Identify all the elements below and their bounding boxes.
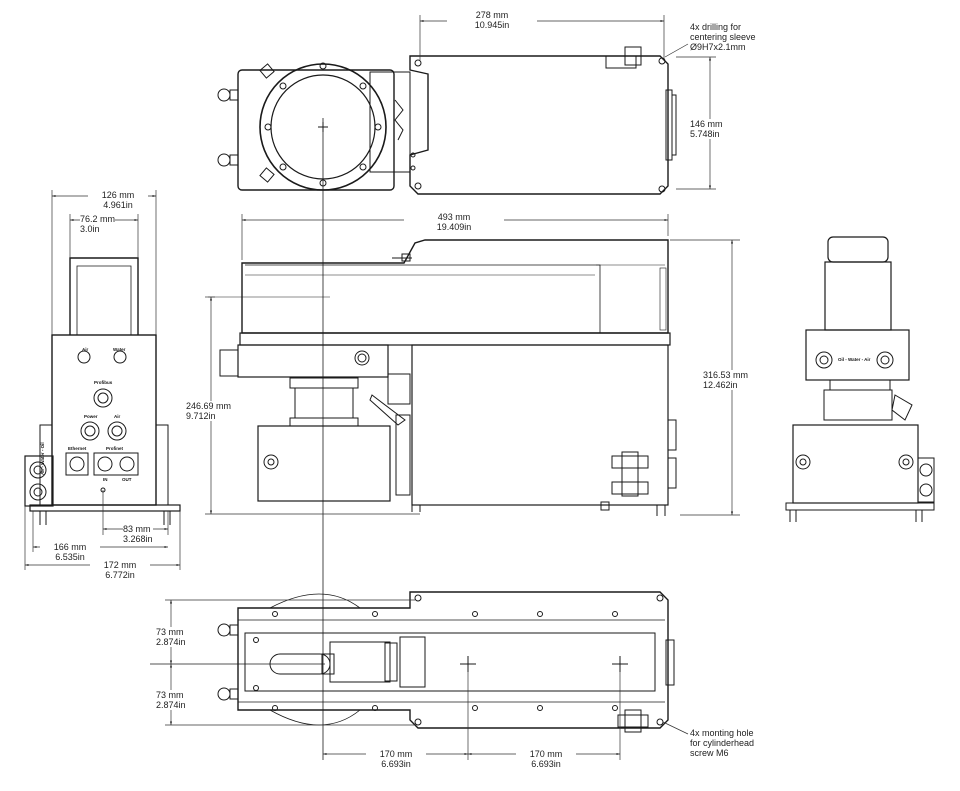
dim-top-height: 146 mm 5.748in [690,119,723,139]
dim-bottom-lower-in: 2.874in [156,700,186,710]
note-mounting: 4x monting hole for cylinderhead screw M… [690,728,754,758]
note-mounting-line-3: screw M6 [690,748,729,758]
dim-bottom-spacing-1-mm: 170 mm [379,749,413,759]
dim-side-height: 316.53 mm 12.462in [703,370,749,390]
label-in: IN [103,477,108,482]
dim-bottom-spacing-2-mm: 170 mm [529,749,563,759]
dim-side-height-mm: 316.53 mm [703,370,749,380]
label-ethernet: Ethernet [68,446,87,451]
dim-front-base-1: 166 mm 6.535in [40,542,100,562]
right-view [785,236,935,522]
dim-side-length-in: 19.409in [436,222,472,232]
label-water: Water [113,347,126,352]
dim-front-handle: 76.2 mm 3.0in [80,214,116,234]
dim-front-width: 126 mm 4.961in [88,190,148,210]
label-profibus: Profibus [94,380,113,385]
dim-top-width: 278 mm 10.945in [447,10,537,30]
dim-side-length-mm: 493 mm [437,212,471,222]
top-view [217,46,677,195]
dim-front-base-2: 172 mm 6.772in [90,560,150,580]
dim-front-base-1-in: 6.535in [55,552,85,562]
dim-front-center-offset: 83 mm 3.268in [123,524,153,544]
dim-front-handle-in: 3.0in [80,224,100,234]
note-mounting-line-1: 4x monting hole [690,728,754,738]
dim-bottom-spacing-2-in: 6.693in [531,759,561,769]
label-power: Power [84,414,98,419]
dim-front-base-2-mm: 172 mm [103,560,137,570]
dim-front-width-in: 4.961in [103,200,133,210]
dim-bottom-upper: 73 mm 2.874in [156,627,186,647]
dim-bottom-lower: 73 mm 2.874in [156,690,186,710]
dim-top-width-in: 10.945in [474,20,510,30]
note-drilling-line-1: 4x drilling for [690,22,742,32]
label-right-side: Oil - Water - Air [838,357,871,362]
dim-bottom-lower-mm: 73 mm [156,690,184,700]
dim-front-handle-mm: 76.2 mm [80,214,116,224]
dim-front-center-offset-mm: 83 mm [123,524,151,534]
dim-bottom-upper-mm: 73 mm [156,627,184,637]
dim-front-width-mm: 126 mm [101,190,135,200]
label-air-2: Air [114,414,121,419]
note-drilling-line-3: Ø9H7x2.1mm [690,42,746,52]
dim-top-height-in: 5.748in [690,129,720,139]
dimension-lines [24,15,740,760]
dim-bottom-spacing-1: 170 mm 6.693in [366,749,426,769]
label-air: Air [82,347,89,352]
dim-front-base-1-mm: 166 mm [53,542,87,552]
dim-side-body-height-in: 9.712in [186,411,216,421]
note-mounting-line-2: for cylinderhead [690,738,755,748]
dim-bottom-upper-in: 2.874in [156,637,186,647]
dim-bottom-spacing-1-in: 6.693in [381,759,411,769]
dim-bottom-spacing-2: 170 mm 6.693in [516,749,576,769]
dim-front-base-2-in: 6.772in [105,570,135,580]
label-profinet: Profinet [106,446,124,451]
label-vertical-left: Air - Water - Oil [40,442,45,475]
dim-side-length: 493 mm 19.409in [404,212,504,232]
label-out: OUT [122,477,132,482]
note-drilling: 4x drilling for centering sleeve Ø9H7x2.… [690,22,756,52]
dim-side-body-height-mm: 246.69 mm [186,401,232,411]
dim-front-center-offset-in: 3.268in [123,534,153,544]
side-view [219,239,677,516]
bottom-view [150,591,675,733]
dim-side-height-in: 12.462in [703,380,738,390]
dim-top-height-mm: 146 mm [690,119,723,129]
front-view [24,257,181,525]
note-drilling-line-2: centering sleeve [690,32,756,42]
dim-side-body-height: 246.69 mm 9.712in [186,401,232,421]
dim-top-width-mm: 278 mm [475,10,509,20]
